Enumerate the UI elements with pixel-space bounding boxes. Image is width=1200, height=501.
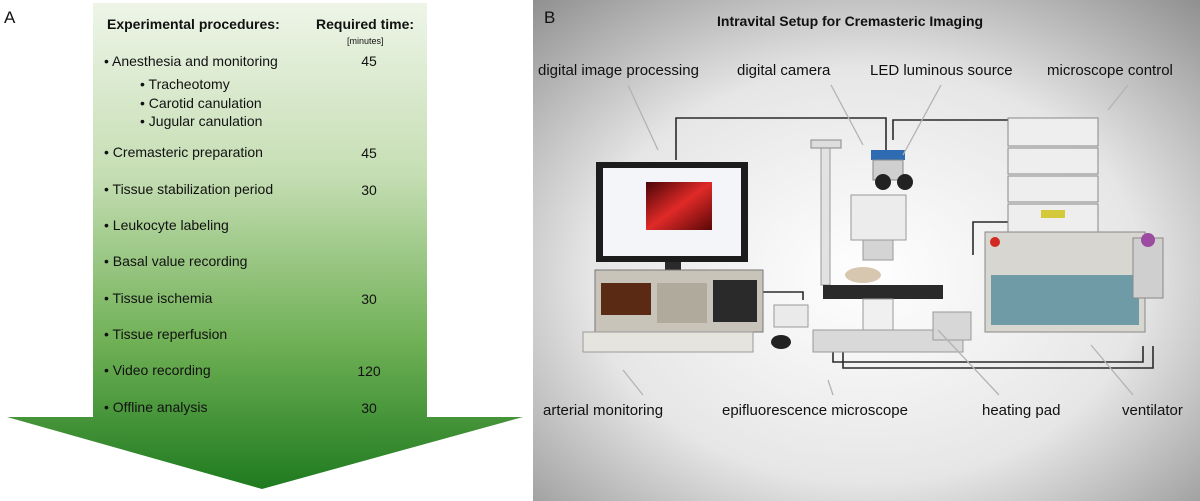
label-arterial-monitoring: arterial monitoring [543,402,664,419]
step-jugular: • Jugular canulation [140,113,263,129]
time-anesthesia: 45 [361,53,377,69]
monitor [596,162,748,276]
step-tracheotomy: • Tracheotomy [140,76,230,92]
step-video: • Video recording [104,362,211,378]
microscope-control-stack [1007,117,1099,237]
procedures-header: Experimental procedures: [107,16,280,32]
time-offline: 30 [361,400,377,416]
label-heating-pad: heating pad [982,402,1061,419]
label-epifluorescence-microscope: epifluorescence microscope [722,402,908,419]
step-cremasteric: • Cremasteric preparation [104,144,263,160]
time-stabilization: 30 [361,182,377,198]
label-digital-camera: digital camera [737,62,831,79]
setup-illustration [533,0,1200,501]
step-anesthesia: • Anesthesia and monitoring [104,53,278,69]
time-ischemia: 30 [361,291,377,307]
time-header: Required time: [316,16,415,32]
step-stabilization: • Tissue stabilization period [104,181,274,197]
step-basal: • Basal value recording [104,253,248,269]
step-leukocyte: • Leukocyte labeling [104,217,229,233]
step-offline: • Offline analysis [104,399,208,415]
label-digital-image-processing: digital image processing [538,62,699,79]
time-unit: [minutes] [347,36,384,46]
label-ventilator: ventilator [1122,402,1183,419]
panel-b: B Intravital Setup for Cremasteric Imagi… [533,0,1200,501]
step-reperfusion: • Tissue reperfusion [104,326,228,342]
step-carotid: • Carotid canulation [140,95,262,111]
arterial-monitor-unit [582,269,791,353]
microscope [810,139,972,353]
panel-b-title: Intravital Setup for Cremasteric Imaging [717,13,984,29]
label-microscope-control: microscope control [1047,62,1173,79]
ventilator-unit [984,231,1164,333]
panel-a-letter: A [4,8,16,27]
leader-lines [622,84,1134,396]
time-video: 120 [357,363,381,379]
time-cremasteric: 45 [361,145,377,161]
timeline-arrow [7,3,523,489]
label-led-source: LED luminous source [870,62,1013,79]
panel-b-letter: B [544,8,556,27]
step-ischemia: • Tissue ischemia [104,290,213,306]
panel-a: A Experimental procedures: Required time… [0,0,530,501]
